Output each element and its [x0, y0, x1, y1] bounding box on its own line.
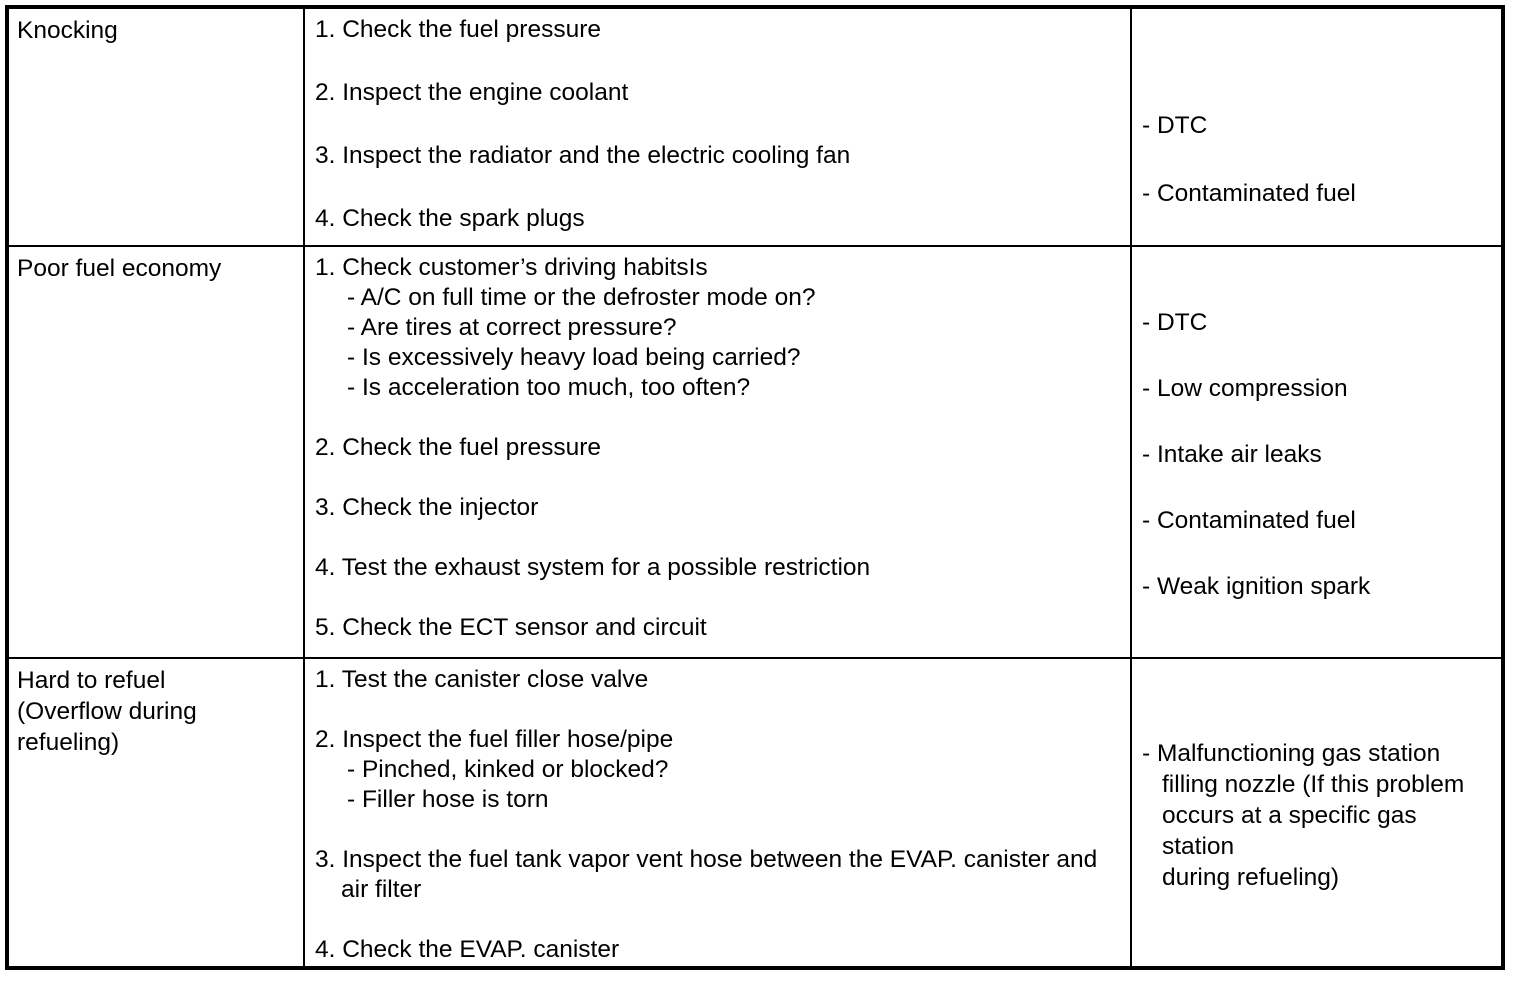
check-subitem: - Filler hose is torn [347, 786, 549, 813]
check-item: 5. Check the ECT sensor and circuit [315, 614, 707, 641]
spacer [315, 403, 1120, 433]
symptom-label: Hard to refuel (Overflow during refuelin… [17, 667, 197, 756]
checks-cell: 1. Check the fuel pressure 2. Inspect th… [305, 9, 1132, 245]
checks-cell: 1. Test the canister close valve 2. Insp… [305, 659, 1132, 966]
cause-item: - Weak ignition spark [1142, 572, 1371, 600]
check-item: 4. Check the spark plugs [315, 205, 585, 232]
spacer [315, 171, 1120, 204]
check-item: 2. Inspect the engine coolant [315, 79, 629, 106]
check-subitem: - Are tires at correct pressure? [347, 314, 677, 341]
symptom-label: Poor fuel economy [17, 255, 222, 282]
check-subitem: - Is acceleration too much, too often? [347, 374, 751, 401]
check-item: 2. Inspect the fuel filler hose/pipe [315, 726, 674, 753]
check-item: 3. Inspect the radiator and the electric… [315, 142, 851, 169]
check-subitem: - Is excessively heavy load being carrie… [347, 344, 801, 371]
cause-item: - Malfunctioning gas station [1142, 740, 1441, 767]
check-item: 1. Check the fuel pressure [315, 16, 601, 43]
symptom-cell: Hard to refuel (Overflow during refuelin… [9, 659, 305, 966]
cause-item-continuation: occurs at a specific gas station [1142, 800, 1491, 862]
spacer [315, 463, 1120, 493]
spacer [315, 815, 1120, 845]
cause-item: - Intake air leaks [1142, 440, 1322, 468]
symptom-cell: Poor fuel economy [9, 247, 305, 657]
cause-item-continuation: filling nozzle (If this problem [1142, 769, 1491, 800]
check-item: 4. Test the exhaust system for a possibl… [315, 554, 871, 581]
causes-cell: - DTC - Contaminated fuel [1132, 9, 1501, 245]
spacer [315, 583, 1120, 613]
checks-cell: 1. Check customer’s driving habitsIs - A… [305, 247, 1132, 657]
check-item: 3. Inspect the fuel tank vapor vent hose… [315, 846, 1098, 873]
check-item: 1. Check customer’s driving habitsIs [315, 254, 708, 281]
cause-item-continuation-text: occurs at a specific gas station [1162, 802, 1417, 860]
table-row: Hard to refuel (Overflow during refuelin… [9, 659, 1501, 966]
check-item-continuation: air filter [315, 875, 1120, 905]
cause-item: - Low compression [1142, 374, 1348, 402]
causes-cell: - Malfunctioning gas station filling noz… [1132, 659, 1501, 966]
troubleshooting-table: Knocking 1. Check the fuel pressure 2. I… [5, 5, 1505, 970]
spacer [315, 695, 1120, 725]
cause-item: - Contaminated fuel [1142, 506, 1356, 534]
check-item-continuation-text: air filter [341, 876, 422, 903]
spacer [315, 905, 1120, 935]
table-row: Knocking 1. Check the fuel pressure 2. I… [9, 9, 1501, 247]
symptom-label: Knocking [17, 17, 118, 44]
spacer [315, 108, 1120, 141]
spacer [315, 45, 1120, 78]
cause-item-continuation-text: during refueling) [1162, 864, 1340, 891]
check-subitem: - A/C on full time or the defroster mode… [347, 284, 816, 311]
causes-cell: - DTC - Low compression - Intake air lea… [1132, 247, 1501, 657]
table-row: Poor fuel economy 1. Check customer’s dr… [9, 247, 1501, 659]
check-item: 4. Check the EVAP. canister [315, 936, 620, 963]
check-item: 1. Test the canister close valve [315, 666, 649, 693]
check-subitem: - Pinched, kinked or blocked? [347, 756, 669, 783]
check-item: 2. Check the fuel pressure [315, 434, 601, 461]
symptom-cell: Knocking [9, 9, 305, 245]
cause-item: - DTC [1142, 111, 1208, 139]
check-item: 3. Check the injector [315, 494, 539, 521]
spacer [315, 523, 1120, 553]
cause-item: - DTC [1142, 308, 1208, 336]
cause-item-continuation: during refueling) [1142, 862, 1491, 893]
cause-item: - Contaminated fuel [1142, 179, 1356, 207]
cause-item-continuation-text: filling nozzle (If this problem [1162, 771, 1465, 798]
